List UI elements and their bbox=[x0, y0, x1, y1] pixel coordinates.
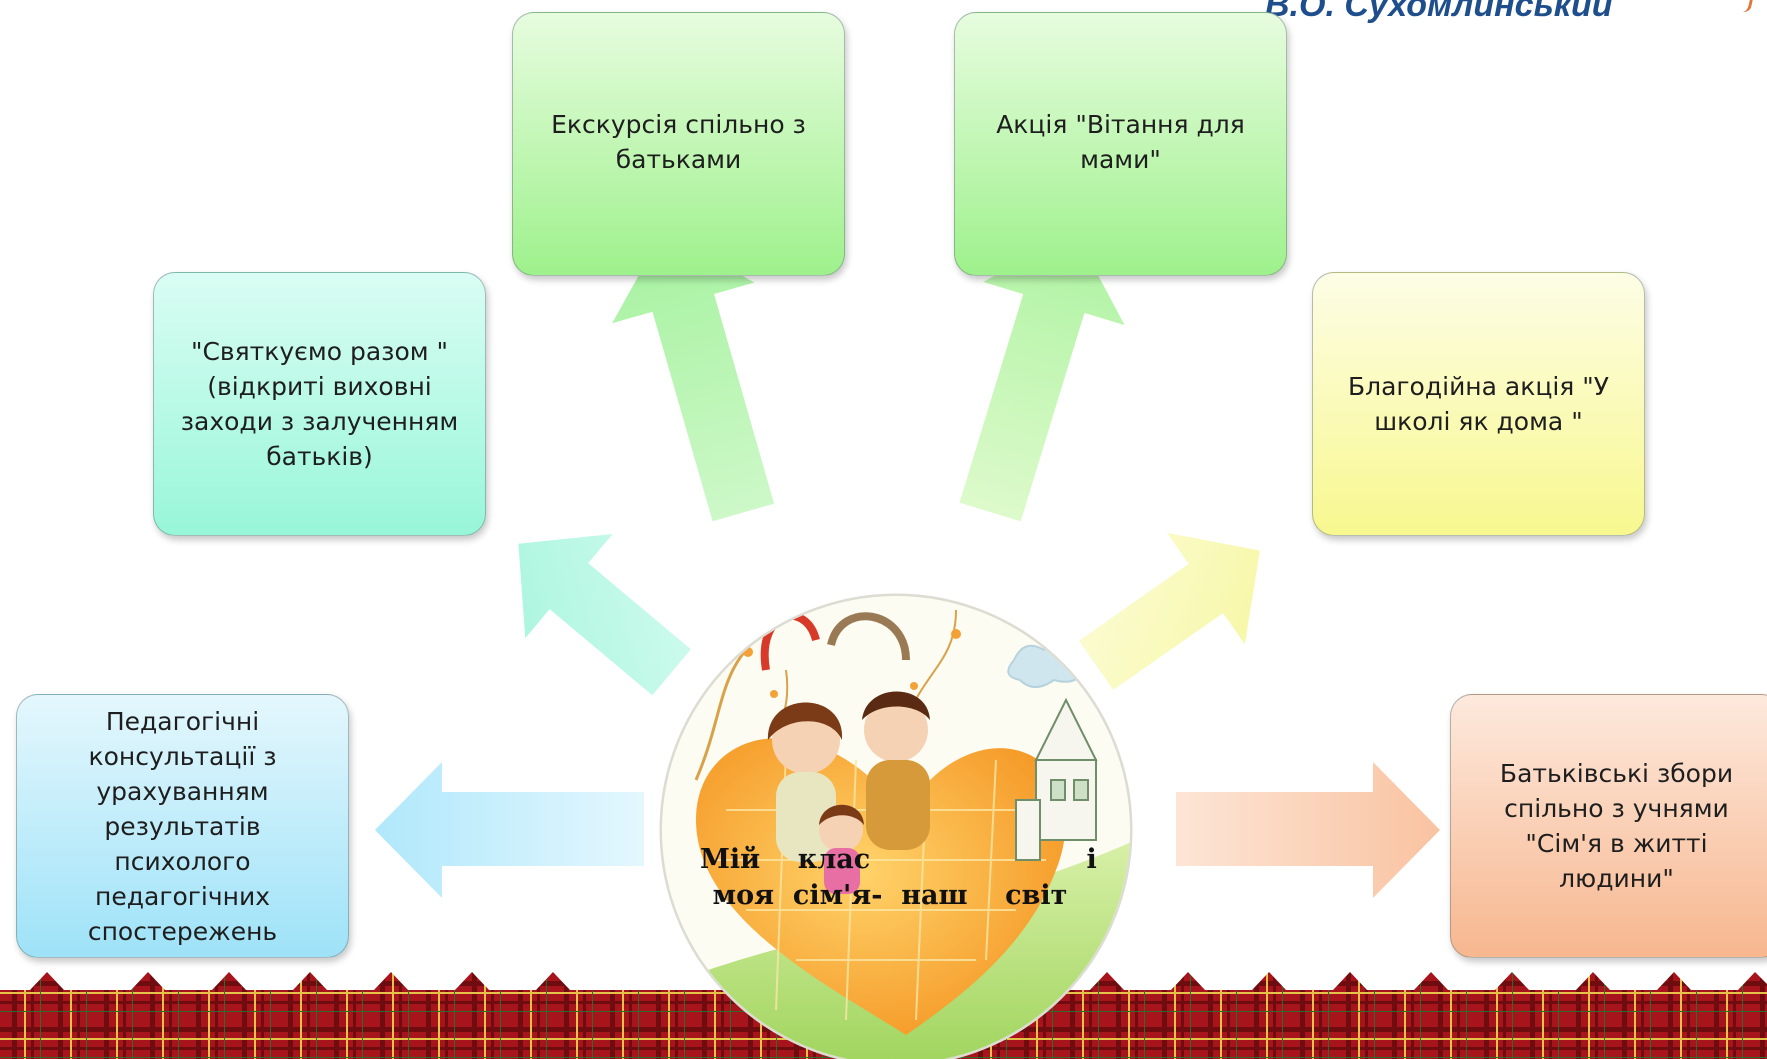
arrow-to-consultations bbox=[375, 762, 644, 898]
activity-box-celebrate: "Святкуємо разом " (відкриті виховні зах… bbox=[153, 272, 486, 536]
parent-meetings-line3: "Сім'я в житті bbox=[1525, 829, 1708, 858]
quote-author: В.О. Сухомлинський bbox=[1265, 0, 1613, 24]
charity-line2: школі як дома " bbox=[1374, 407, 1583, 436]
consultations-line3: урахуванням bbox=[96, 776, 269, 806]
activity-box-consultations: Педагогічні консультації з урахуванням р… bbox=[16, 694, 349, 958]
activity-box-mothers-action: Акція "Вітання для мами" bbox=[954, 12, 1287, 276]
excursion-line1: Екскурсія спільно з bbox=[551, 110, 806, 139]
parent-meetings-line1: Батьківські збори bbox=[1499, 759, 1734, 788]
excursion-line2: батьками bbox=[615, 145, 742, 174]
consultations-line2: консультації з bbox=[88, 741, 277, 771]
celebrate-line2: (відкриті виховні bbox=[207, 372, 432, 401]
arrow-to-celebrate bbox=[518, 534, 691, 696]
parent-meetings-line2: спільно з учнями bbox=[1504, 794, 1729, 823]
center-title-line2: моя сім'я- наш світ bbox=[712, 880, 1068, 911]
consultations-line6: спостережень bbox=[87, 916, 278, 946]
mothers-action-line2: мами" bbox=[1080, 145, 1161, 174]
arrow-to-charity bbox=[1078, 532, 1260, 690]
celebrate-line4: батьків) bbox=[266, 442, 373, 471]
celebrate-line3: заходи з залученням bbox=[180, 407, 459, 436]
consultations-line4: результатів психолого bbox=[104, 811, 261, 876]
arrow-to-excursion bbox=[612, 231, 775, 522]
arrow-to-parent-meetings bbox=[1176, 762, 1440, 898]
activity-box-charity: Благодійна акція "У школі як дома " bbox=[1312, 272, 1645, 536]
center-title-line1: Мій клас і bbox=[700, 844, 1097, 875]
celebrate-line1: "Святкуємо разом " bbox=[190, 337, 449, 366]
charity-line1: Благодійна акція "У bbox=[1347, 372, 1610, 401]
activity-box-parent-meetings: Батьківські збори спільно з учнями "Сім'… bbox=[1450, 694, 1767, 958]
consultations-line5: педагогічних bbox=[95, 881, 270, 911]
center-title: Мій клас і моя сім'я- наш світ bbox=[700, 842, 1097, 914]
activity-box-excursion: Екскурсія спільно з батьками bbox=[512, 12, 845, 276]
parent-meetings-line4: людини" bbox=[1559, 864, 1674, 893]
arrow-to-mothers-action bbox=[959, 232, 1125, 522]
consultations-line1: Педагогічні bbox=[105, 706, 260, 736]
mothers-action-line1: Акція "Вітання для bbox=[996, 110, 1245, 139]
center-family-illustration bbox=[659, 593, 1133, 1059]
